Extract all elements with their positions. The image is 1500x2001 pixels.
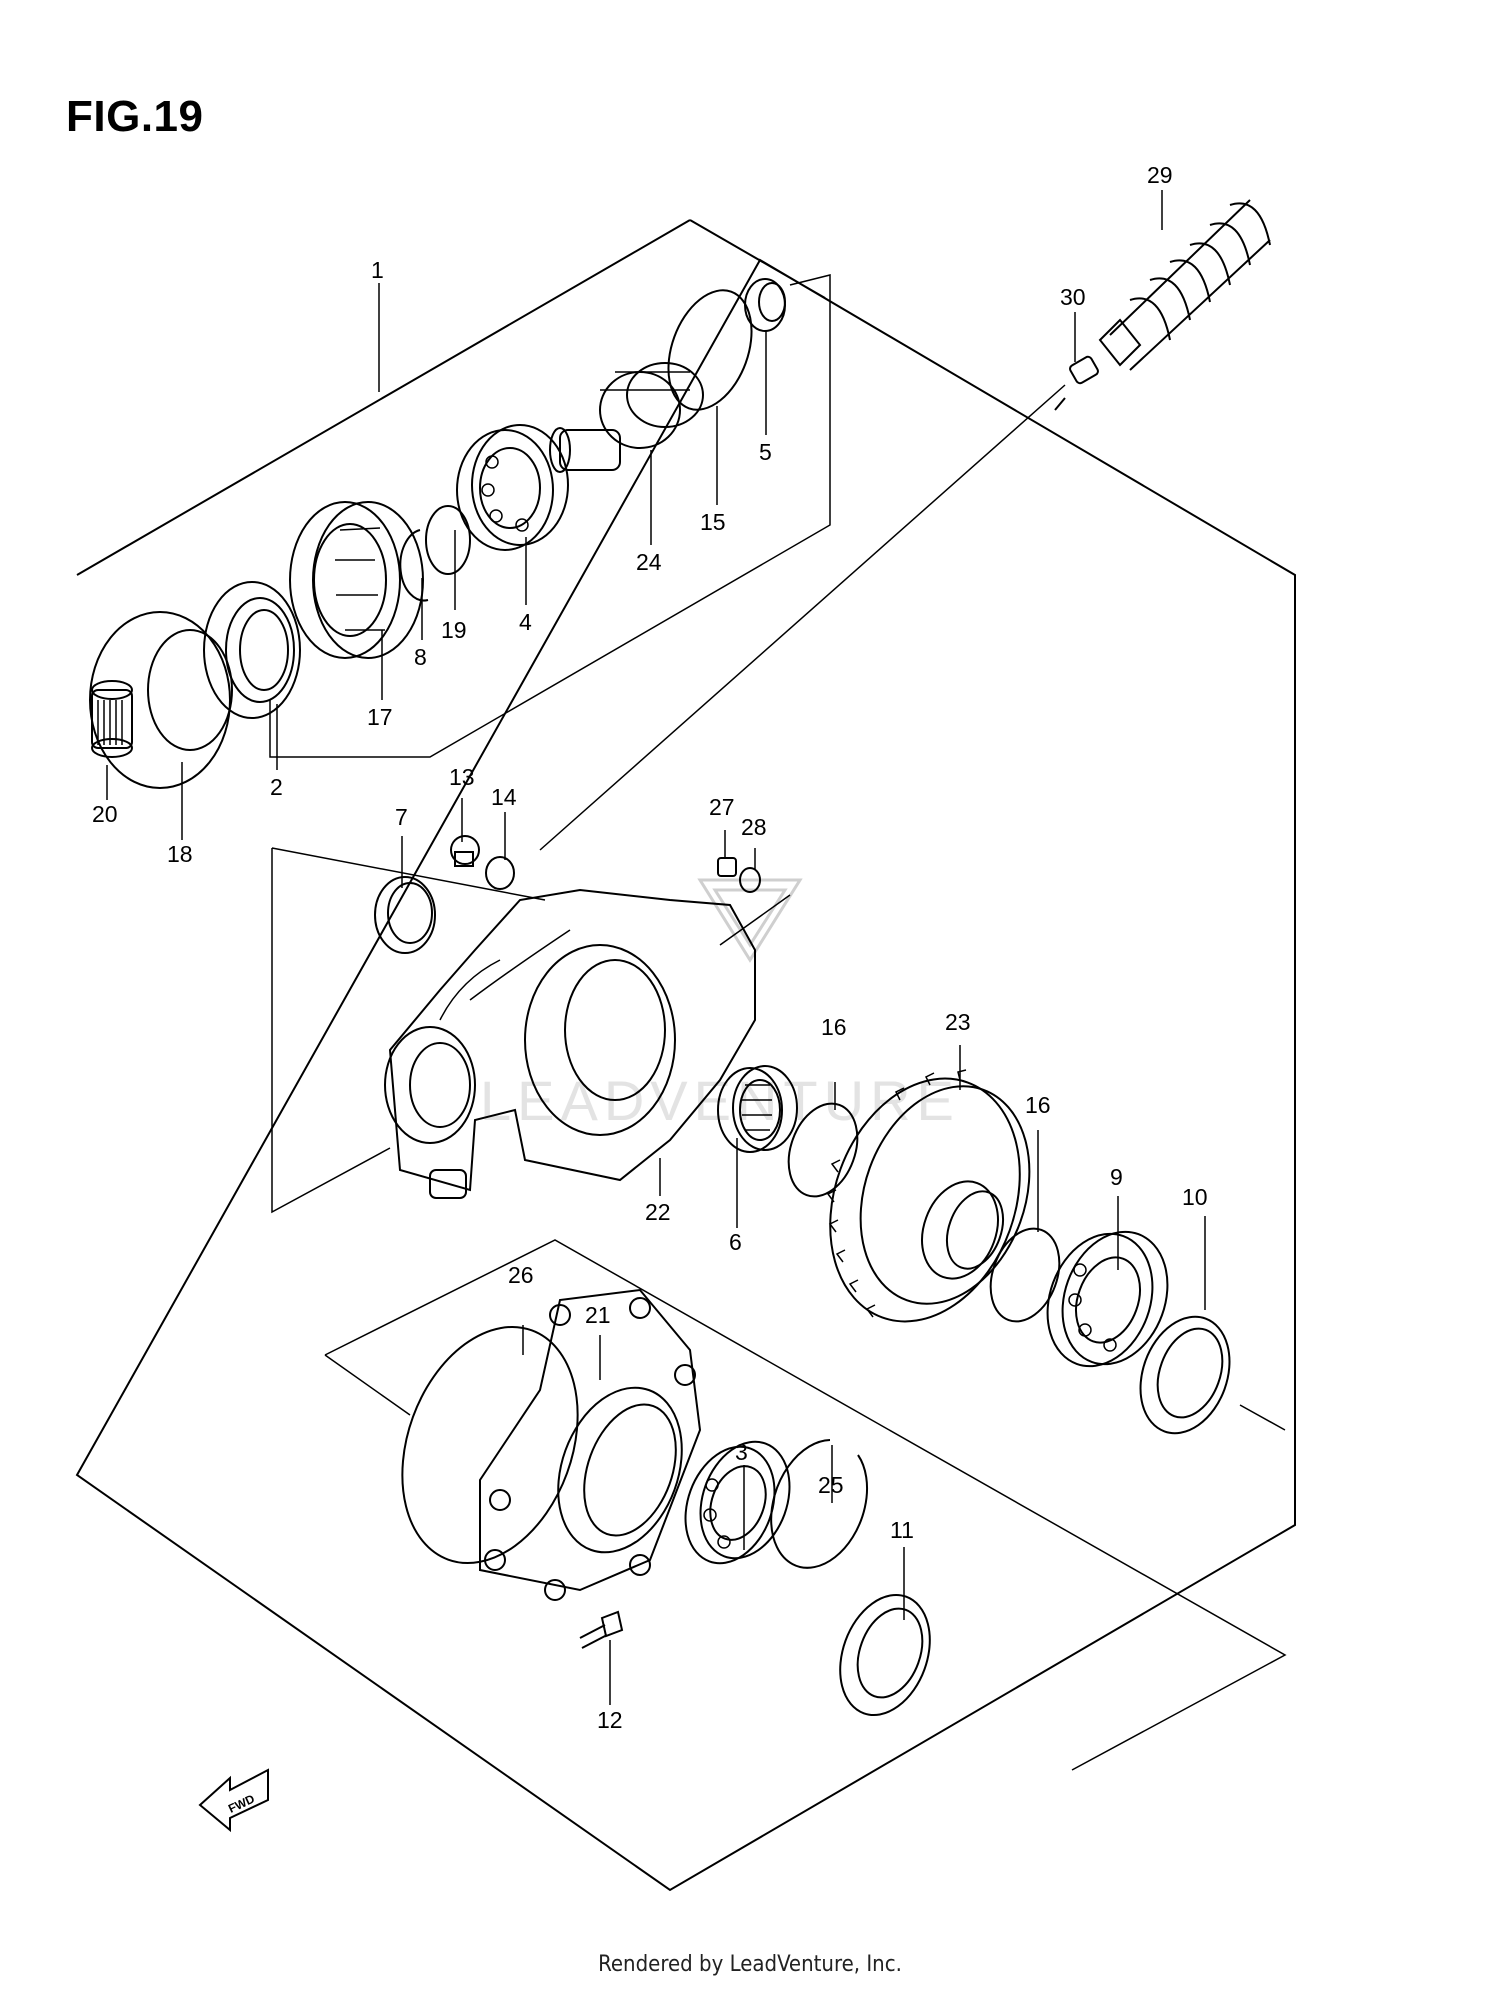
plug-gasket [485, 856, 515, 890]
oil-seal [203, 581, 301, 719]
final-gear-case [384, 888, 756, 1199]
leader-lines [106, 190, 1206, 1705]
shim-front [787, 1102, 859, 1198]
cover-oil-seal [839, 1593, 931, 1717]
shim-rear [989, 1227, 1061, 1323]
callout-10: 10 [1182, 1184, 1208, 1210]
callout-1: 1 [371, 257, 384, 283]
callout-25: 25 [818, 1472, 844, 1498]
callout-9: 9 [1110, 1164, 1123, 1190]
case-group-frame [271, 847, 791, 1214]
callout-21: 21 [585, 1302, 611, 1328]
main-assembly-frame [75, 219, 1296, 1892]
callout-19: 19 [441, 617, 467, 643]
case-needle-bearing [717, 1065, 798, 1153]
ring-gear [826, 1069, 1031, 1323]
callout-16a: 16 [821, 1014, 847, 1040]
ball-bearing [456, 424, 569, 551]
callout-7: 7 [395, 804, 408, 830]
callout-17: 17 [367, 704, 393, 730]
cover-o-ring [401, 1325, 579, 1565]
callout-29: 29 [1147, 162, 1173, 188]
gear-case-cover [479, 1288, 702, 1601]
callout-2: 2 [270, 774, 283, 800]
callout-14: 14 [491, 784, 517, 810]
callout-12: 12 [597, 1707, 623, 1733]
ring-gear-bearing [1046, 1230, 1169, 1368]
roller-bearing [289, 501, 424, 659]
callout-20: 20 [92, 801, 118, 827]
rubber-boot [1098, 199, 1271, 371]
fwd-direction-arrow: FWD [198, 1768, 269, 1833]
watermark-text: LEADVENTURE [480, 1069, 960, 1132]
callout-labels: 1 2 3 4 5 6 7 8 9 10 11 12 13 14 15 16 1… [92, 162, 1208, 1733]
callout-11: 11 [890, 1517, 914, 1543]
pinion-gear-shaft [549, 362, 704, 473]
callout-16b: 16 [1025, 1092, 1051, 1118]
o-ring [425, 505, 471, 575]
cover-circlip [770, 1439, 869, 1569]
callout-13: 13 [449, 764, 475, 790]
shim-ring [667, 289, 753, 411]
callout-28: 28 [741, 814, 767, 840]
cover-bolt [579, 1610, 624, 1649]
footer-credit: Rendered by LeadVenture, Inc. [598, 1952, 902, 1977]
pinion-group-frame [269, 274, 831, 758]
filler-gasket [739, 867, 761, 893]
drain-plug [450, 835, 480, 867]
callout-3: 3 [735, 1439, 748, 1465]
needle-bearing [744, 278, 786, 332]
callout-26: 26 [508, 1262, 534, 1288]
callout-15: 15 [700, 509, 726, 535]
coupling-flange [89, 611, 233, 789]
callout-24: 24 [636, 549, 662, 575]
callout-30: 30 [1060, 284, 1086, 310]
callout-5: 5 [759, 439, 772, 465]
boot-clamp [1069, 355, 1099, 385]
cover-bearing [684, 1440, 791, 1565]
callout-4: 4 [519, 609, 532, 635]
ring-gear-oil-seal [1139, 1315, 1231, 1435]
guide-line [539, 384, 1066, 851]
figure-title: FIG.19 [66, 92, 204, 141]
circlip [399, 529, 429, 602]
callout-22: 22 [645, 1199, 671, 1225]
callout-27: 27 [709, 794, 735, 820]
callout-8: 8 [414, 644, 427, 670]
filler-plug [717, 857, 737, 877]
case-oil-seal [374, 876, 436, 954]
callout-23: 23 [945, 1009, 971, 1035]
watermark: LEADVENTURE [480, 878, 960, 1132]
callout-18: 18 [167, 841, 193, 867]
callout-6: 6 [729, 1229, 742, 1255]
cover-group-frame [324, 1239, 1287, 1771]
